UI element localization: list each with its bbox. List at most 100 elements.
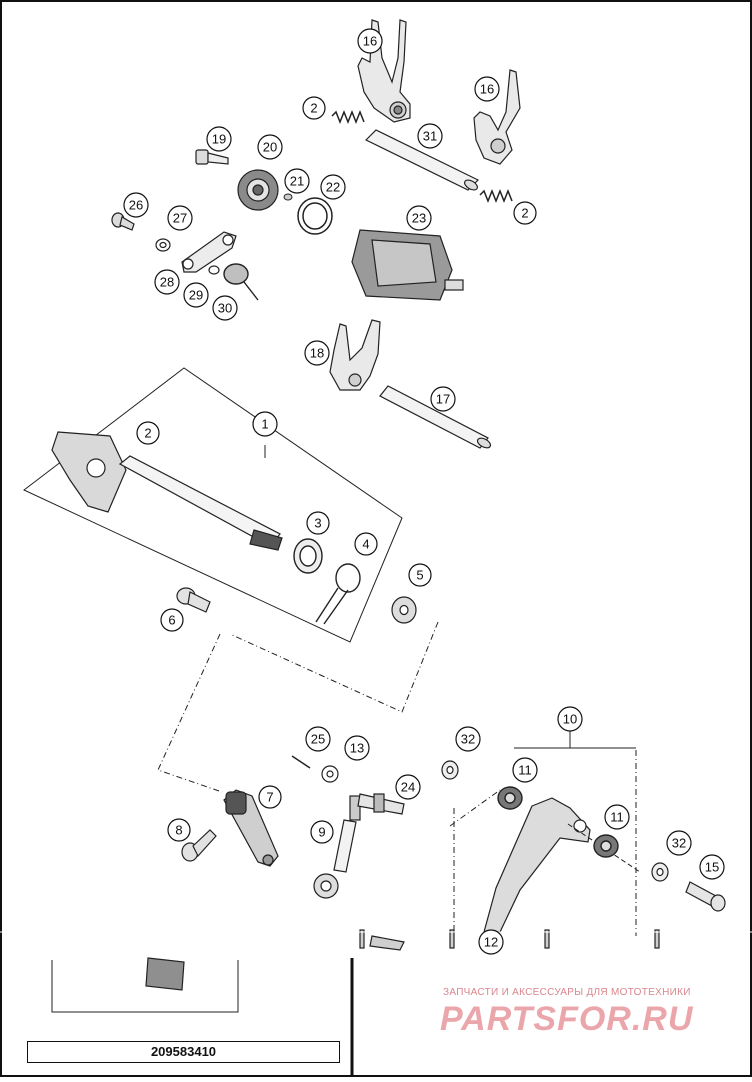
callout-label-16b: 16 (480, 82, 494, 97)
callout-29 (183, 282, 209, 308)
callout-16b (474, 76, 500, 102)
callout-label-5: 5 (416, 568, 423, 583)
callout-label-31: 31 (423, 129, 437, 144)
callout-label-13: 13 (350, 741, 364, 756)
callout-27 (167, 205, 193, 231)
callout-32a (455, 726, 481, 752)
callout-2a (302, 96, 326, 120)
shift-pedal-10 (483, 797, 641, 933)
callout-label-17: 17 (436, 392, 450, 407)
callout-5 (408, 563, 432, 587)
callout-label-11a: 11 (518, 763, 532, 778)
callout-1 (252, 411, 278, 437)
callout-6 (160, 608, 184, 632)
callout-26 (123, 192, 149, 218)
callout-label-4: 4 (362, 537, 369, 552)
pin-21 (283, 193, 293, 201)
callout-label-24: 24 (401, 780, 415, 795)
callout-label-2c: 2 (144, 426, 151, 441)
shift-fork-18 (329, 319, 381, 391)
shift-lever-7 (223, 789, 279, 867)
callout-23 (406, 205, 432, 231)
callout-label-2a: 2 (310, 101, 317, 116)
callout-9 (310, 820, 334, 844)
callout-2c (136, 421, 160, 445)
shift-shaft-group-outline (23, 367, 403, 643)
bearing-11-right (593, 834, 619, 858)
callout-7 (258, 785, 282, 809)
callout-19 (206, 126, 232, 152)
sub-assembly-box (51, 960, 239, 1013)
callout-label-3: 3 (314, 516, 321, 531)
callout-label-32b: 32 (672, 836, 686, 851)
callout-25 (305, 726, 331, 752)
split-pin-25 (291, 755, 311, 769)
screw-19 (195, 149, 229, 165)
stop-bolt-6 (176, 587, 211, 613)
callout-21 (284, 168, 310, 194)
callout-30 (212, 295, 238, 321)
callout-label-18: 18 (310, 346, 324, 361)
part-number-box: 209583410 (27, 1041, 340, 1063)
callout-label-10: 10 (563, 712, 577, 727)
callout-10 (557, 706, 583, 732)
callout-label-9: 9 (318, 825, 325, 840)
washer-29 (208, 265, 220, 275)
bearing-ring-22 (297, 197, 333, 235)
fork-rod-31 (364, 129, 480, 191)
clamp-bolt-8 (181, 829, 217, 862)
callout-3 (306, 511, 330, 535)
leader-10 (514, 730, 636, 749)
callout-label-26: 26 (129, 198, 143, 213)
callout-label-7: 7 (266, 790, 273, 805)
callout-32b (666, 830, 692, 856)
callout-label-15: 15 (705, 860, 719, 875)
pedal-bolt-15 (685, 881, 726, 912)
fork-rod-17 (379, 385, 492, 449)
callout-28 (154, 269, 180, 295)
callout-label-12: 12 (484, 935, 498, 950)
callout-label-20: 20 (263, 140, 277, 155)
callout-17 (430, 386, 456, 412)
washer-32-left (441, 760, 459, 780)
callout-label-29: 29 (189, 288, 203, 303)
callout-8 (167, 818, 191, 842)
callout-label-1: 1 (261, 417, 268, 432)
callout-2b (513, 201, 537, 225)
watermark-logo: PARTSFOR.RU (440, 1000, 694, 1038)
callout-31 (417, 123, 443, 149)
callout-20 (257, 134, 283, 160)
shift-fork-16-right (473, 69, 521, 165)
callout-12 (478, 929, 504, 955)
callout-label-32a: 32 (461, 732, 475, 747)
callout-18 (304, 340, 330, 366)
shift-shaft-1 (51, 431, 283, 551)
callout-24 (395, 774, 421, 800)
callout-4 (354, 532, 378, 556)
return-spring-4 (315, 563, 361, 625)
linkage-rod-9 (313, 795, 361, 899)
clip-3 (293, 538, 323, 574)
callout-label-23: 23 (412, 211, 426, 226)
washer-32-right (651, 862, 669, 882)
torsion-spring-30 (223, 263, 259, 301)
spring-2-top (331, 109, 365, 125)
callout-label-22: 22 (326, 180, 340, 195)
callout-11b (604, 804, 630, 830)
bearing-11-left (497, 786, 523, 810)
callout-label-2b: 2 (521, 206, 528, 221)
callout-11a (512, 757, 538, 783)
washer-27 (155, 238, 171, 252)
washer-13 (321, 765, 339, 783)
callout-label-6: 6 (168, 613, 175, 628)
callout-label-27: 27 (173, 211, 187, 226)
callout-16a (357, 28, 383, 54)
assembly-dashed-lines (157, 621, 637, 936)
spring-2-right (479, 188, 513, 204)
callout-label-21: 21 (290, 174, 304, 189)
callout-label-25: 25 (311, 732, 325, 747)
locking-lever-28 (181, 231, 237, 273)
